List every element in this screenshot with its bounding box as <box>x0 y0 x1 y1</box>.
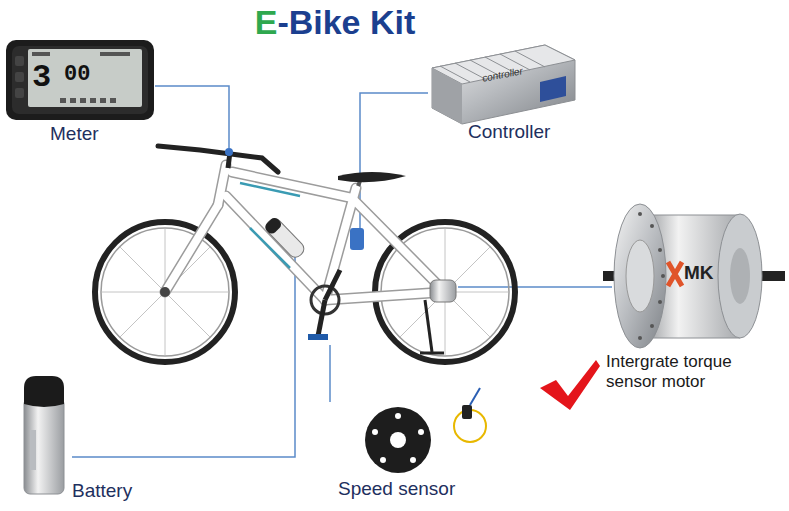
battery <box>24 376 64 494</box>
part-label: Intergrate torque sensor motor <box>606 352 784 391</box>
hub-motor <box>603 204 785 348</box>
lcd-digit: 3 <box>32 62 51 94</box>
bicycle <box>95 146 515 362</box>
part-label: Meter <box>50 123 99 145</box>
brand-logo: MK <box>684 263 714 282</box>
lcd-digit: 00 <box>64 64 90 86</box>
leader-lines <box>72 86 612 457</box>
part-label: Battery <box>72 480 132 502</box>
speed-sensor <box>365 388 486 473</box>
title: E-Bike Kit <box>185 2 485 43</box>
meter-display <box>6 40 154 120</box>
controller-box <box>432 45 575 124</box>
part-label: Speed sensor <box>338 478 455 500</box>
part-label: Controller <box>468 121 550 143</box>
check-mark <box>540 360 600 410</box>
